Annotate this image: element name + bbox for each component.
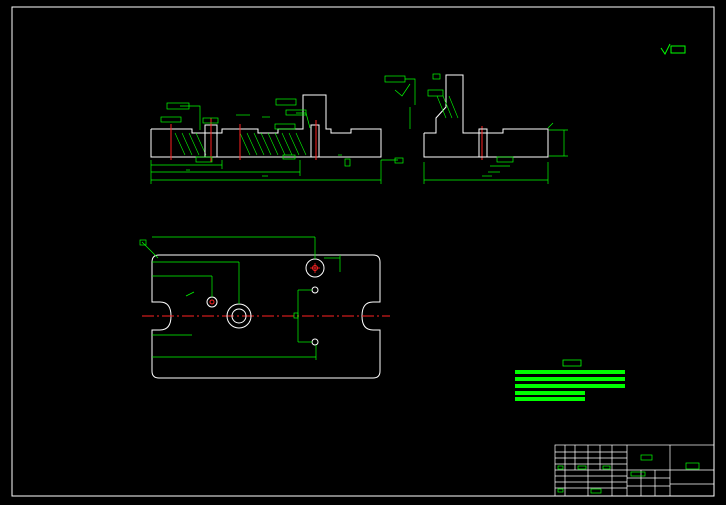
technical-requirements (515, 359, 625, 401)
surface-roughness-icon (660, 43, 686, 55)
drawing-frame (11, 6, 715, 497)
top-view (139, 236, 390, 379)
side-view (384, 73, 568, 184)
front-section-view (150, 94, 404, 184)
title-block (554, 444, 715, 497)
